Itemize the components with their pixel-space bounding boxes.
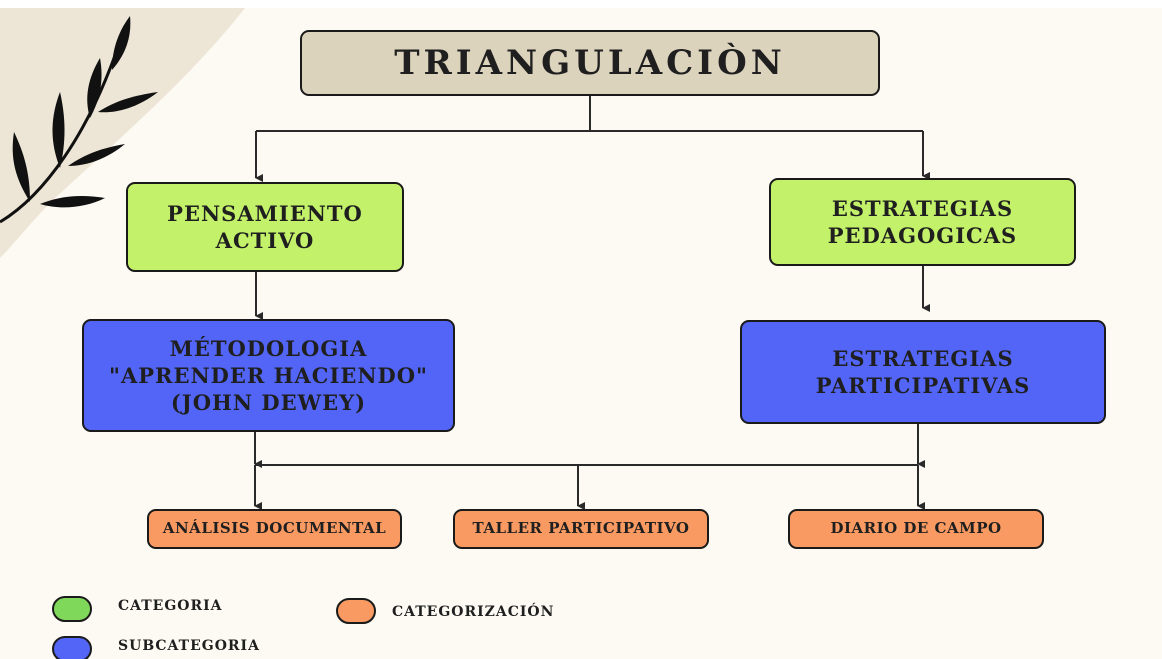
legend-swatch-categoria [52, 596, 92, 622]
leaf-branch-icon [0, 16, 158, 224]
instrument-label: TALLER PARTICIPATIVO [472, 519, 690, 538]
subcategory-text-line: "APRENDER HACIENDO" [109, 362, 428, 388]
category-text-line: ESTRATEGIAS [831, 195, 1014, 221]
corner-blob-decoration [0, 8, 245, 258]
connector-lines [254, 96, 930, 510]
instrument-box-analisis-documental: ANÁLISIS DOCUMENTAL [147, 509, 402, 549]
subcategory-box-metodologia: MÉTODOLOGIA "APRENDER HACIENDO" (JOHN DE… [82, 319, 455, 432]
subcategory-text-line: (JOHN DEWEY) [170, 390, 367, 416]
legend-swatch-categorizacion [336, 598, 376, 624]
subcategory-text-line: PARTICIPATIVAS [815, 373, 1031, 398]
instrument-label: DIARIO DE CAMPO [830, 519, 1002, 538]
legend-label-categoria: CATEGORIA [118, 598, 223, 614]
subcategory-box-estrategias-participativas: ESTRATEGIAS PARTICIPATIVAS [740, 320, 1106, 424]
category-text-line: PEDAGOGICAS [827, 223, 1018, 248]
legend-label-subcategoria: SUBCATEGORIA [118, 638, 260, 654]
category-text-line: PENSAMIENTO [167, 200, 363, 226]
instrument-box-taller-participativo: TALLER PARTICIPATIVO [453, 509, 709, 549]
category-text-line: ACTIVO [215, 228, 315, 253]
diagram-canvas: TRIANGULACIÒN PENSAMIENTO ACTIVO ESTRATE… [0, 8, 1162, 659]
subcategory-text-line: MÉTODOLOGIA [169, 335, 368, 361]
category-box-pensamiento-activo: PENSAMIENTO ACTIVO [126, 182, 404, 272]
legend-label-categorizacion: CATEGORIZACIÓN [392, 604, 555, 620]
instrument-box-diario-de-campo: DIARIO DE CAMPO [788, 509, 1044, 549]
category-box-estrategias-pedagogicas: ESTRATEGIAS PEDAGOGICAS [769, 178, 1076, 266]
instrument-label: ANÁLISIS DOCUMENTAL [162, 519, 387, 538]
title-box: TRIANGULACIÒN [300, 30, 880, 96]
legend-swatch-subcategoria [52, 636, 92, 659]
title-text: TRIANGULACIÒN [394, 42, 786, 83]
subcategory-text-line: ESTRATEGIAS [832, 345, 1014, 371]
